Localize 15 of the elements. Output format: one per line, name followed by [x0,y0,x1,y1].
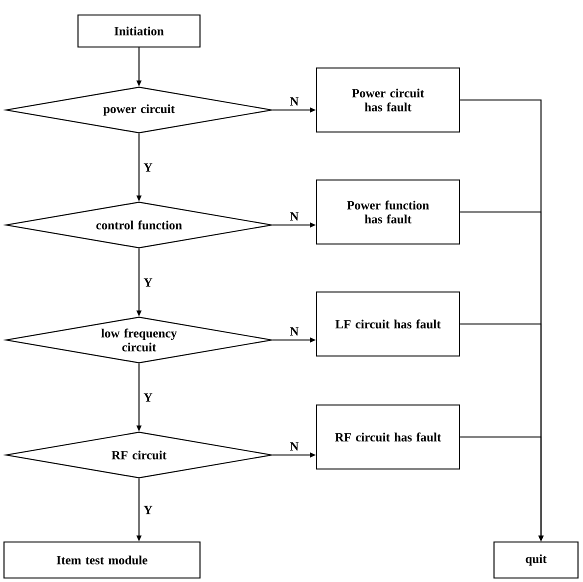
process-box: quit [493,541,579,579]
edge-label: N [288,96,300,106]
process-box: LF circuit has fault [316,291,460,357]
edge-label: N [288,211,300,222]
edge-label: Y [142,162,154,173]
process-box: Power circuit has fault [316,67,460,133]
edge-label: Y [142,392,154,403]
edge-label: N [288,441,300,452]
process-box: Item test module [3,541,201,579]
edge-label: N [288,326,300,336]
edge-label: Y [142,277,154,288]
edge-label: Y [142,504,154,516]
process-box: Power function has fault [316,179,460,245]
process-box: RF circuit has fault [316,404,460,470]
process-box: Initiation [77,14,201,48]
